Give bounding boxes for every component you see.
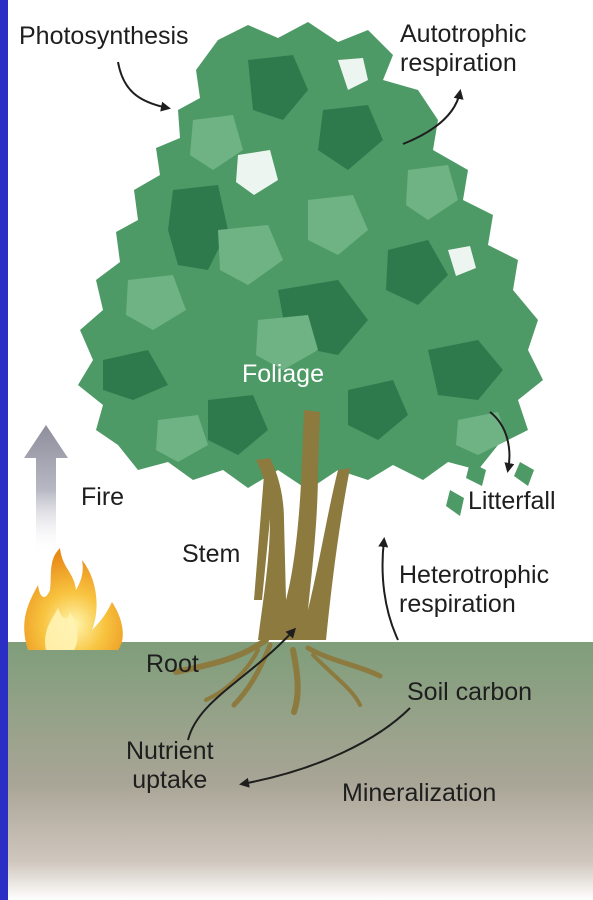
carbon-cycle-diagram: Photosynthesis Autotrophic respiration F… — [8, 0, 593, 900]
label-nutrient-line-2: uptake — [126, 766, 214, 795]
label-stem: Stem — [182, 540, 240, 569]
label-heterotrophic-respiration: Heterotrophic respiration — [399, 561, 549, 619]
label-litterfall: Litterfall — [468, 487, 556, 516]
label-nutrient-uptake: Nutrient uptake — [126, 737, 214, 795]
diagram-artwork — [8, 0, 593, 900]
label-heterotrophic-line-2: respiration — [399, 590, 549, 619]
label-root: Root — [146, 650, 199, 679]
label-foliage: Foliage — [242, 360, 324, 389]
label-photosynthesis: Photosynthesis — [19, 22, 189, 51]
label-heterotrophic-line-1: Heterotrophic — [399, 561, 549, 590]
label-autotrophic-respiration: Autotrophic respiration — [400, 20, 526, 78]
label-mineralization: Mineralization — [342, 779, 496, 808]
label-fire: Fire — [81, 483, 124, 512]
label-nutrient-line-1: Nutrient — [126, 737, 214, 766]
label-autotrophic-line-2: respiration — [400, 49, 526, 78]
label-autotrophic-line-1: Autotrophic — [400, 20, 526, 49]
label-soil-carbon: Soil carbon — [407, 678, 532, 707]
